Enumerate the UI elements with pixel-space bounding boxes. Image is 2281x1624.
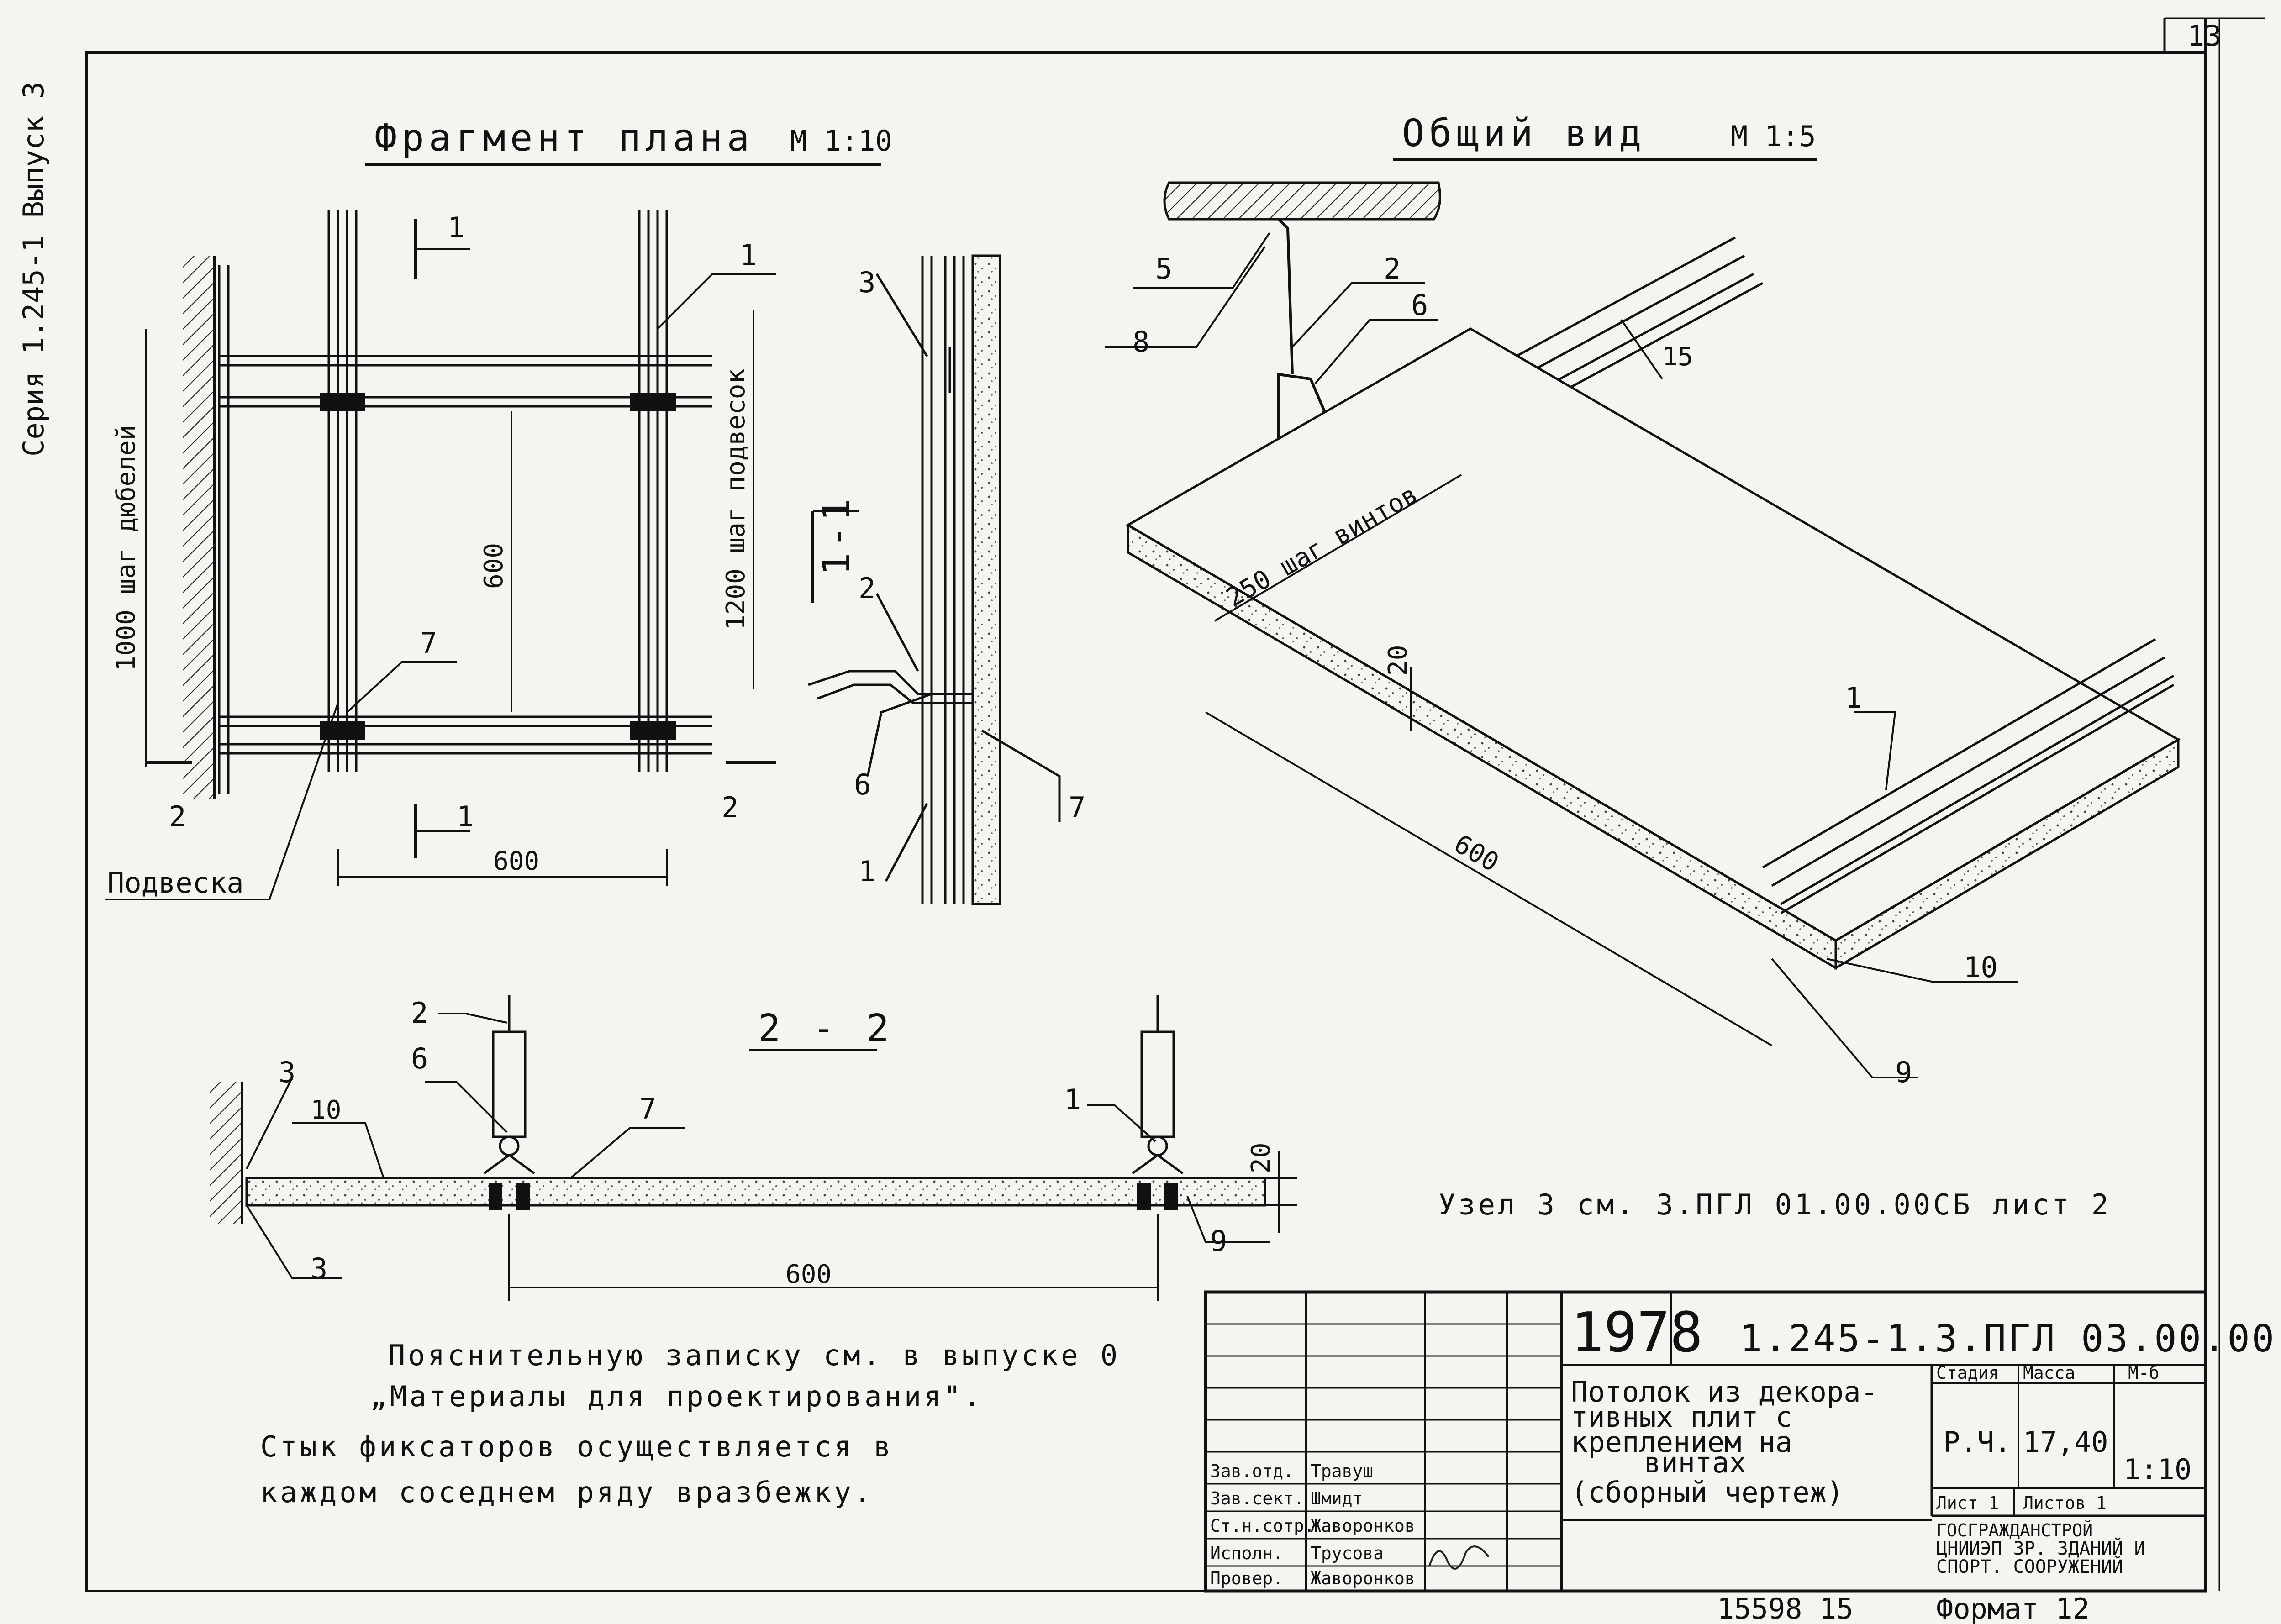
section-1-1-callout-6: 6 <box>854 768 871 801</box>
general-callout-1: 1 <box>1845 681 1862 715</box>
role-5: Провер. <box>1210 1568 1283 1588</box>
plan-dim-hanger-step: 1200 шаг подвесок <box>721 368 751 630</box>
handwritten-signature <box>1428 1545 1490 1570</box>
section-2-2: 2 - 2 600 <box>210 995 1297 1301</box>
general-view-title: Общий вид <box>1402 112 1646 155</box>
section-2-2-wall <box>210 1082 242 1224</box>
node-reference: Узел 3 см. 3.ПГЛ 01.00.00СБ лист 2 <box>1438 1188 2111 1221</box>
plan-section-mark-right: 2 <box>722 791 738 824</box>
plan-dim-inner: 600 <box>479 543 509 589</box>
section-1-1-plate <box>971 254 1001 905</box>
stage-value: Р.Ч. <box>1943 1425 2011 1459</box>
section-2-2-dim-span: 600 <box>785 1260 832 1289</box>
mass-header: Масса <box>2023 1363 2075 1383</box>
general-callout-10: 10 <box>1964 951 1998 984</box>
signature-roles: Зав.отд. Травуш Зав.сект. Шмидт Ст.н.сот… <box>1210 1461 1490 1588</box>
section-2-2-title: 2 - 2 <box>758 1007 894 1050</box>
section-2-2-callout-3-top: 3 <box>279 1056 295 1089</box>
general-callout-6: 6 <box>1411 289 1428 322</box>
scale-value: 1:10 <box>2123 1453 2191 1486</box>
general-callout-2: 2 <box>1384 252 1401 285</box>
plan-section-mark-bottom: 1 <box>457 800 474 833</box>
stage-header: Стадия <box>1936 1363 1999 1383</box>
org-line-2: ЦНИИЭП ЗР. ЗДАНИЙ И <box>1936 1537 2145 1559</box>
scale-header: М-б <box>2128 1363 2160 1383</box>
footer-left-number: 15598 15 <box>1717 1592 1854 1624</box>
page-number: 13 <box>2187 19 2222 53</box>
section-2-2-callout-3-bottom: 3 <box>311 1252 327 1285</box>
series-margin-text: Серия 1.245-1 Выпуск 3 <box>17 82 50 457</box>
general-callout-5: 5 <box>1155 252 1172 285</box>
section-1-1-callout-3: 3 <box>859 266 875 299</box>
section-2-2-callout-1: 1 <box>1064 1083 1081 1116</box>
section-1-1: 1-1 3 2 6 7 1 <box>808 254 1085 905</box>
notes: Пояснительную записку см. в выпуске 0 „М… <box>260 1339 1120 1509</box>
general-dim-thickness: 20 <box>1383 645 1413 676</box>
title-line-5: (сборный чертеж) <box>1571 1476 1844 1509</box>
name-4: Трусова <box>1311 1543 1384 1563</box>
title-line-2: тивных плит с <box>1571 1400 1792 1434</box>
general-view-scale: М 1:5 <box>1731 120 1816 153</box>
section-2-2-callout-6: 6 <box>411 1042 428 1075</box>
section-2-2-callout-7: 7 <box>639 1092 656 1125</box>
general-callout-9: 9 <box>1895 1056 1912 1089</box>
section-1-1-callout-7: 7 <box>1069 791 1085 824</box>
section-2-2-callout-9: 9 <box>1210 1225 1227 1258</box>
note-line-4: каждом соседнем ряду вразбежку. <box>260 1476 874 1509</box>
title-block-year: 1978 <box>1571 1301 1703 1365</box>
title-line-4: винтах <box>1644 1446 1746 1479</box>
plan-section-mark-left: 2 <box>169 800 186 833</box>
title-block <box>1204 1290 2207 1593</box>
plate-edge-right <box>1834 737 2180 970</box>
role-2: Зав.сект. <box>1210 1488 1304 1508</box>
role-1: Зав.отд. <box>1210 1461 1294 1481</box>
general-callout-8: 8 <box>1133 325 1149 358</box>
section-1-1-callout-1: 1 <box>859 855 875 888</box>
general-callout-15: 15 <box>1662 342 1693 372</box>
note-line-2: „Материалы для проектирования". <box>370 1380 983 1413</box>
section-1-1-title: 1-1 <box>815 494 859 575</box>
name-2: Шмидт <box>1311 1488 1363 1508</box>
plan-hanger-label: Подвеска <box>107 866 244 899</box>
org-line-3: СПОРТ. СООРУЖЕНИЙ <box>1936 1556 2123 1577</box>
title-line-3: креплением на <box>1571 1425 1792 1459</box>
name-5: Жаворонков <box>1311 1568 1415 1588</box>
title-block-code: 1.245-1.3.ПГЛ 03.00.00.СБ <box>1740 1317 2281 1361</box>
mass-value: 17,40 <box>2023 1425 2108 1459</box>
plan-dim-bottom: 600 <box>493 846 539 876</box>
sheet-value: Лист 1 <box>1936 1493 1999 1513</box>
section-2-2-callout-2: 2 <box>411 996 428 1030</box>
name-1: Травуш <box>1311 1461 1373 1481</box>
general-view: Общий вид М 1:5 <box>1105 112 2181 1089</box>
section-2-2-dim-thickness: 20 <box>1246 1143 1276 1173</box>
ceiling-slab <box>1163 181 1441 221</box>
note-line-1: Пояснительную записку см. в выпуске 0 <box>388 1339 1120 1372</box>
title-block-title: Потолок из декора- тивных плит с креплен… <box>1571 1375 1878 1509</box>
note-line-3: Стык фиксаторов осуществляется в <box>260 1430 893 1463</box>
role-3: Ст.н.сотр. <box>1210 1516 1315 1536</box>
sheets-value: Листов 1 <box>2023 1493 2107 1513</box>
plan-dim-dowel-step: 1000 шаг дюбелей <box>111 425 141 671</box>
plan-scale: М 1:10 <box>790 124 892 158</box>
plan-title: Фрагмент плана <box>374 116 754 160</box>
org-line-1: ГОСГРАЖДАНСТРОЙ <box>1936 1520 2093 1540</box>
format-label: Формат 12 <box>1936 1592 2090 1624</box>
plan-callout-7: 7 <box>420 626 437 660</box>
role-4: Исполн. <box>1210 1543 1283 1563</box>
plan-section-mark-top: 1 <box>448 211 464 244</box>
organization: ГОСГРАЖДАНСТРОЙ ЦНИИЭП ЗР. ЗДАНИЙ И СПОР… <box>1936 1520 2145 1577</box>
name-3: Жаворонков <box>1311 1516 1415 1536</box>
section-2-2-callout-10: 10 <box>311 1095 341 1125</box>
general-dim-width: 600 <box>1449 829 1504 878</box>
section-1-1-callout-2: 2 <box>859 572 875 605</box>
title-line-1: Потолок из декора- <box>1571 1375 1878 1409</box>
wall-hatch <box>183 256 215 799</box>
section-2-2-plate <box>245 1177 1266 1207</box>
plan-callout-1: 1 <box>740 238 757 272</box>
plan-view: Фрагмент плана М 1:10 <box>105 116 892 900</box>
